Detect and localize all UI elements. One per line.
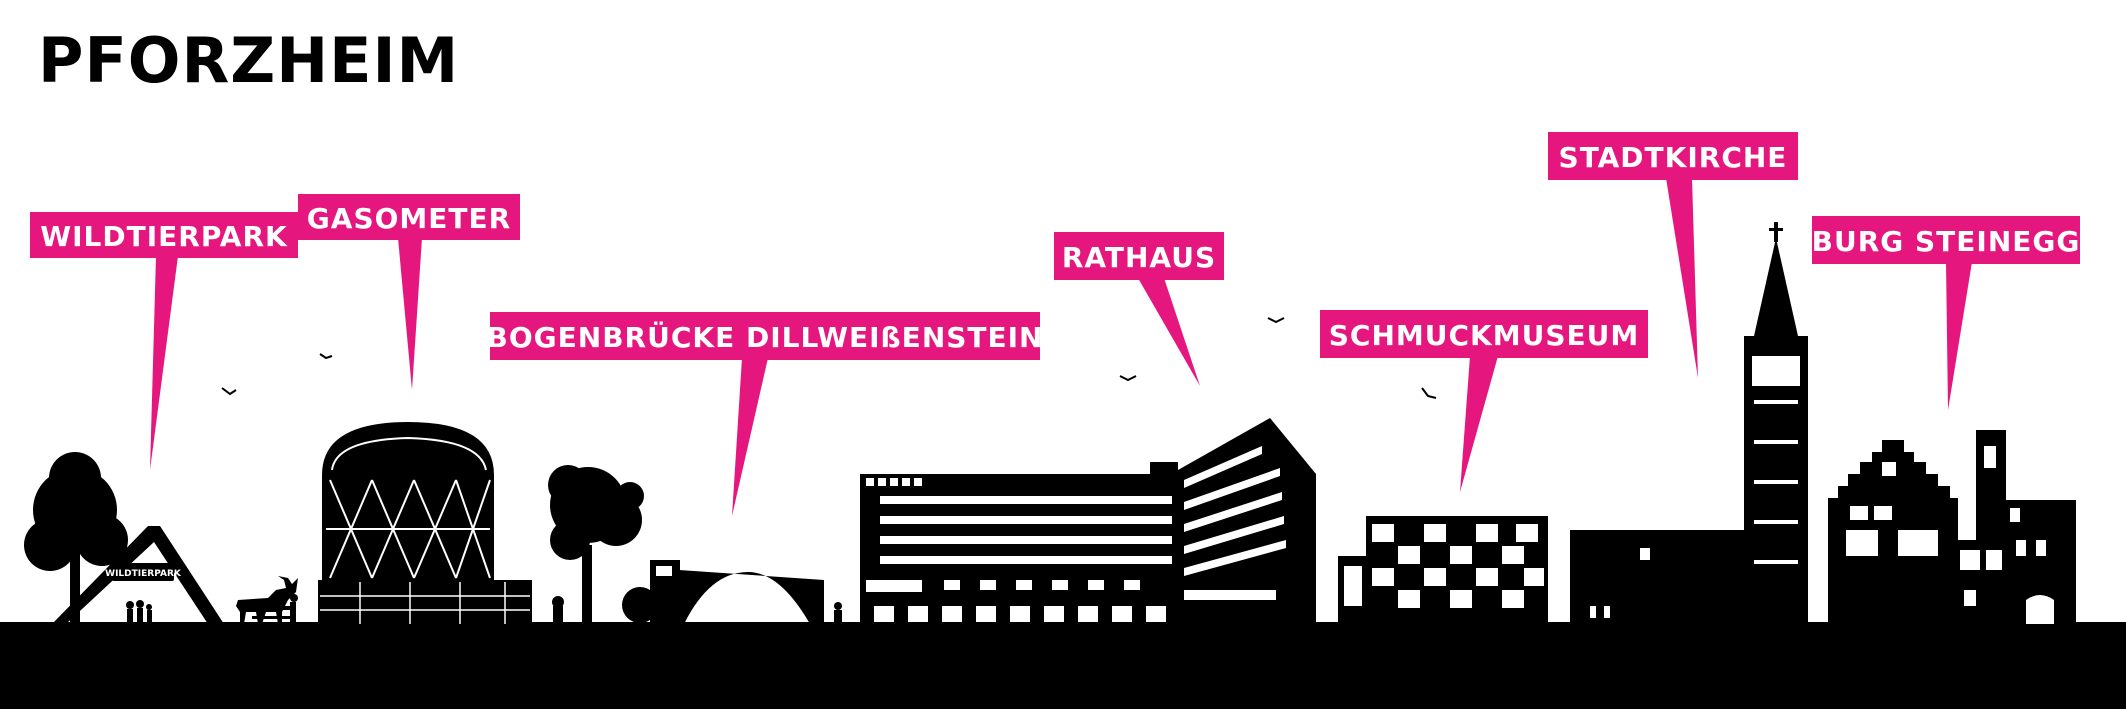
callout-schmuckmuseum: SCHMUCKMUSEUM — [1320, 310, 1648, 492]
callout-rathaus: RATHAUS — [1054, 232, 1224, 386]
schmuckmuseum-windows — [1344, 524, 1544, 608]
label-burg-steinegg: BURG STEINEGG — [1812, 225, 2081, 258]
burg-steinegg-building — [1828, 430, 2076, 624]
bogenbruecke-trees — [548, 465, 679, 625]
label-gasometer: GASOMETER — [307, 202, 511, 235]
callout-stadtkirche: STADTKIRCHE — [1548, 132, 1798, 378]
label-wildtierpark: WILDTIERPARK — [40, 220, 288, 253]
ground — [0, 622, 2126, 709]
wildtierpark-gate: WILDTIERPARK — [52, 526, 298, 624]
label-schmuckmuseum: SCHMUCKMUSEUM — [1329, 319, 1640, 352]
rathaus-windows — [866, 478, 1172, 622]
skyline-silhouette: WILDTIERPARK — [0, 222, 2126, 709]
callout-burg-steinegg: BURG STEINEGG — [1812, 216, 2081, 410]
label-rathaus: RATHAUS — [1062, 241, 1216, 274]
silhouette-details — [320, 356, 2054, 624]
callout-wildtierpark: WILDTIERPARK — [30, 212, 298, 470]
birds — [221, 317, 1437, 399]
callout-gasometer: GASOMETER — [298, 194, 520, 390]
callout-bogenbruecke: BOGENBRÜCKE DILLWEIßENSTEIN — [487, 312, 1044, 516]
gasometer-building — [318, 422, 532, 624]
wildtierpark-sign-text: WILDTIERPARK — [105, 569, 182, 579]
label-stadtkirche: STADTKIRCHE — [1559, 141, 1788, 174]
gasometer-lattice — [326, 436, 491, 579]
callouts: WILDTIERPARK GASOMETER BOGENBRÜCKE DILLW… — [30, 132, 2080, 516]
tree-wildtierpark — [24, 452, 128, 624]
label-bogenbruecke: BOGENBRÜCKE DILLWEIßENSTEIN — [487, 320, 1044, 354]
page-title: PFORZHEIM — [38, 24, 460, 97]
